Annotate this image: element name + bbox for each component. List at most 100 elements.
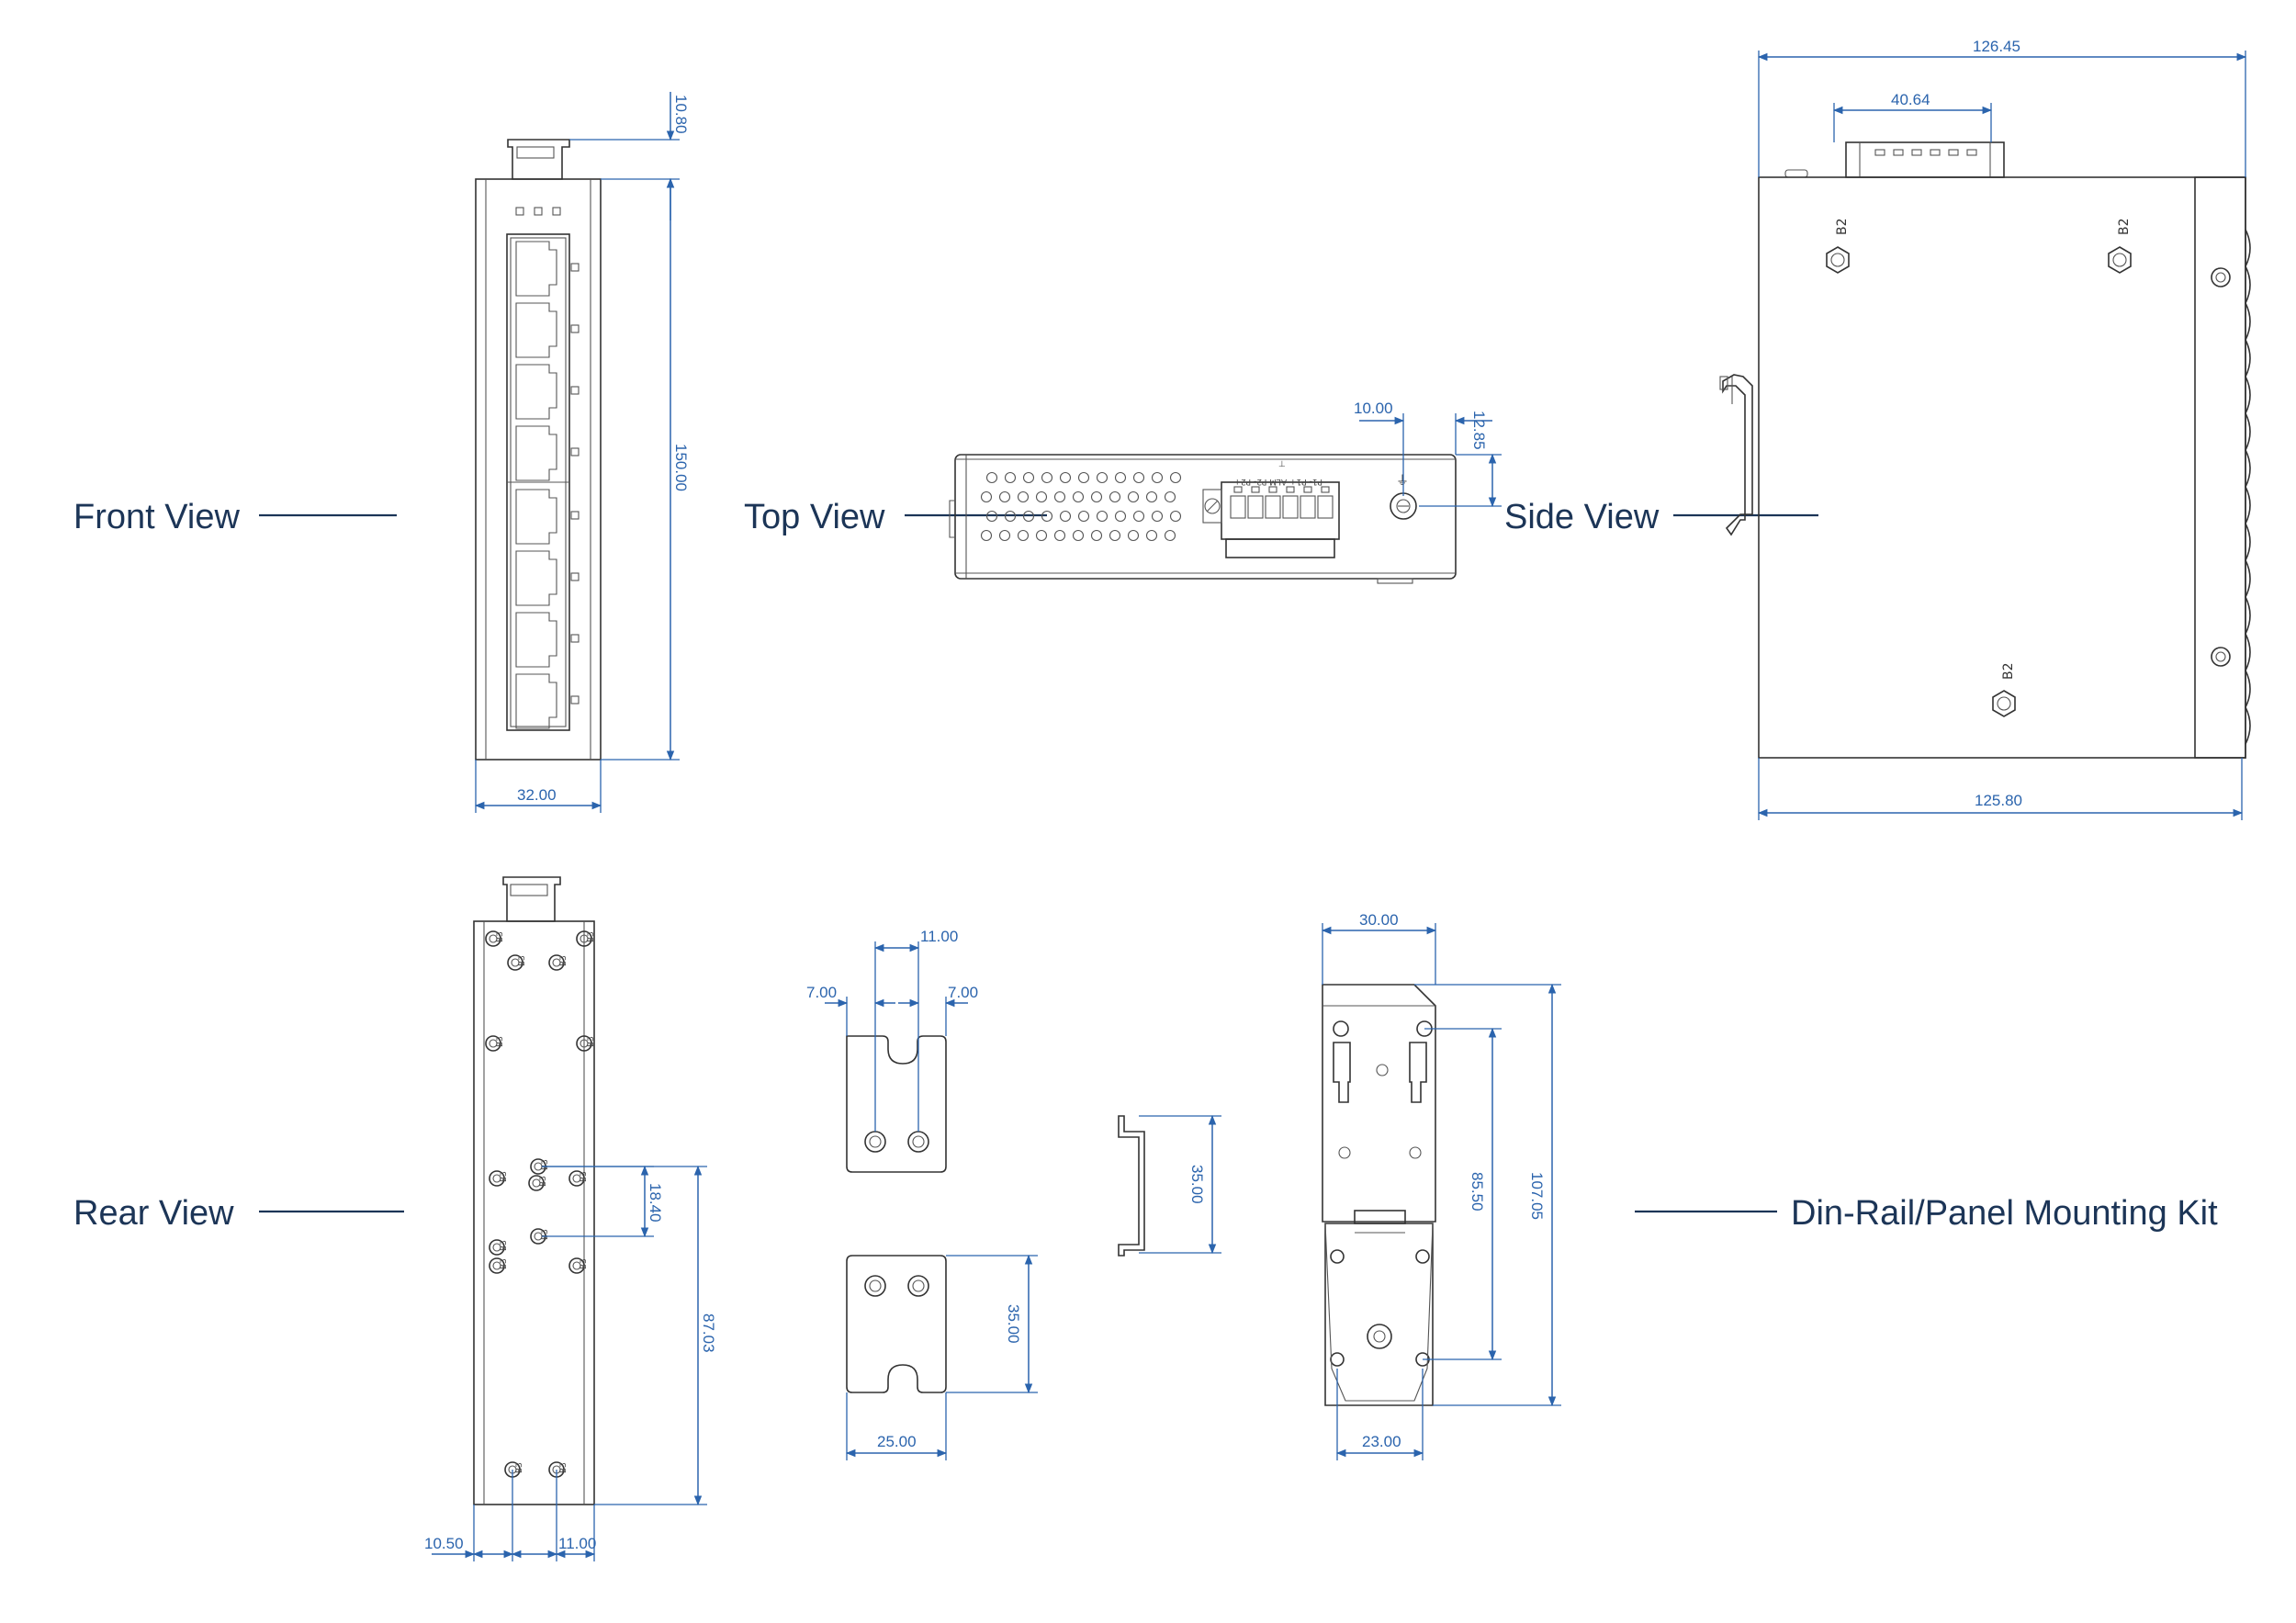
vent-hole bbox=[1151, 510, 1164, 523]
side-terminal-connector bbox=[1845, 141, 2005, 178]
dim-kit-height: 107.05 bbox=[1528, 1172, 1546, 1220]
vent-hole bbox=[980, 529, 993, 542]
front-led-3 bbox=[552, 207, 561, 216]
vent-hole bbox=[1096, 471, 1109, 484]
hole-marking: B3 bbox=[515, 1462, 524, 1473]
connector-pin bbox=[1911, 149, 1922, 156]
hole-marking: B3 bbox=[559, 1462, 568, 1473]
vent-hole bbox=[1077, 510, 1090, 523]
vent-hole bbox=[1132, 510, 1145, 523]
dim-rear-hole-spacing: 18.40 bbox=[647, 1183, 664, 1223]
rear-mount-hole bbox=[548, 954, 565, 971]
ground-symbol-icon: ⏚ bbox=[1396, 474, 1409, 489]
connector-pin bbox=[1874, 149, 1885, 156]
vent-hole bbox=[1022, 471, 1035, 484]
dim-bracket-width: 25.00 bbox=[877, 1433, 917, 1450]
vent-hole bbox=[1077, 471, 1090, 484]
dim-bracket-left: 7.00 bbox=[806, 984, 837, 1001]
vent-hole bbox=[998, 529, 1011, 542]
terminal-screw bbox=[1265, 495, 1281, 519]
vent-hole bbox=[1164, 490, 1176, 503]
rear-mount-hole bbox=[576, 1035, 592, 1052]
hole-marking: B3 bbox=[539, 1176, 548, 1187]
svg-text:⊥: ⊥ bbox=[1278, 460, 1286, 469]
side-fin-edge bbox=[2245, 229, 2251, 745]
rj45-port bbox=[515, 241, 557, 297]
vent-hole bbox=[1053, 490, 1066, 503]
vent-hole bbox=[1072, 490, 1085, 503]
rear-mount-hole bbox=[485, 930, 501, 947]
svg-text:B2: B2 bbox=[2117, 218, 2132, 235]
vent-hole bbox=[1132, 471, 1145, 484]
hole-marking: B3 bbox=[580, 1258, 589, 1269]
vent-hole bbox=[1004, 471, 1017, 484]
terminal-screw bbox=[1247, 495, 1264, 519]
rear-mount-hole bbox=[507, 954, 523, 971]
side-din-clip bbox=[1722, 374, 1753, 536]
vent-hole bbox=[1151, 471, 1164, 484]
vent-hole bbox=[1164, 529, 1176, 542]
front-terminal-block bbox=[507, 139, 570, 180]
dim-side-top: 126.45 bbox=[1973, 38, 2020, 55]
hole-marking: B3 bbox=[580, 1171, 589, 1182]
din-rail-profile: 35.00 bbox=[1118, 1114, 1221, 1257]
dim-bracket-hole-spacing: 11.00 bbox=[920, 928, 958, 945]
rear-body bbox=[473, 920, 595, 1505]
vent-hole bbox=[1145, 529, 1158, 542]
svg-text:B2: B2 bbox=[2001, 662, 2016, 680]
connector-pin bbox=[1966, 149, 1977, 156]
din-rail-clip: 30.00 85.50 107.05 23.00 bbox=[1321, 911, 1561, 1460]
vent-hole bbox=[1035, 529, 1048, 542]
rear-mount-hole bbox=[568, 1170, 585, 1187]
hole-marking: B3 bbox=[500, 1240, 509, 1251]
front-body bbox=[475, 178, 602, 761]
hole-marking: B3 bbox=[587, 931, 596, 942]
connector-pin bbox=[1948, 149, 1959, 156]
rear-mount-hole bbox=[489, 1170, 505, 1187]
dim-rear-spacing: 11.00 bbox=[558, 1535, 596, 1552]
vent-hole bbox=[1109, 490, 1121, 503]
dim-kit-width-top: 30.00 bbox=[1359, 911, 1399, 929]
hole-marking: B3 bbox=[518, 955, 527, 966]
rj45-port bbox=[515, 364, 557, 420]
side-screw bbox=[2211, 647, 2231, 667]
dim-bracket-right: 7.00 bbox=[948, 984, 978, 1001]
vent-hole bbox=[1059, 510, 1072, 523]
top-view: P1- P1+ ALM P2- P2+ ⊥ ⏚ 10.00 12.85 bbox=[949, 400, 1502, 584]
side-front-bezel bbox=[2194, 176, 2246, 759]
top-view-label-group: Top View bbox=[744, 498, 1047, 536]
hole-marking: B3 bbox=[500, 1258, 509, 1269]
hex-nut: B2 bbox=[1826, 218, 1850, 274]
front-view: 10.80 150.00 32.00 bbox=[474, 92, 690, 813]
rear-mount-hole bbox=[568, 1257, 585, 1274]
dim-side-connector: 40.64 bbox=[1891, 91, 1930, 108]
terminal-screw bbox=[1282, 495, 1299, 519]
hole-marking: B3 bbox=[500, 1171, 509, 1182]
dim-rail-height: 35.00 bbox=[1188, 1165, 1206, 1204]
dim-side-bottom: 125.80 bbox=[1975, 792, 2022, 809]
connector-pin bbox=[1893, 149, 1904, 156]
vent-hole bbox=[1114, 510, 1127, 523]
rj45-port bbox=[515, 302, 557, 358]
vent-hole bbox=[1127, 490, 1140, 503]
dim-top-screw-v: 12.85 bbox=[1470, 411, 1488, 450]
rj45-port bbox=[515, 550, 557, 606]
hole-marking: B3 bbox=[496, 1036, 505, 1047]
side-screw bbox=[2211, 267, 2231, 287]
panel-bracket-bottom: 35.00 25.00 bbox=[845, 1254, 1038, 1460]
front-terminal-slot bbox=[516, 146, 555, 159]
terminal-screw bbox=[1300, 495, 1316, 519]
dim-top-screw-h: 10.00 bbox=[1354, 400, 1393, 417]
rear-mount-hole bbox=[576, 930, 592, 947]
vent-hole bbox=[1041, 471, 1053, 484]
rj45-port bbox=[515, 425, 557, 481]
vent-hole bbox=[1090, 490, 1103, 503]
front-view-label-group: Front View bbox=[73, 498, 397, 536]
dim-kit-width-bottom: 23.00 bbox=[1362, 1433, 1401, 1450]
vent-hole bbox=[1072, 529, 1085, 542]
front-view-label: Front View bbox=[73, 498, 240, 536]
side-view: B2 B2 B2 126.45 40.64 125.80 bbox=[1719, 38, 2251, 820]
